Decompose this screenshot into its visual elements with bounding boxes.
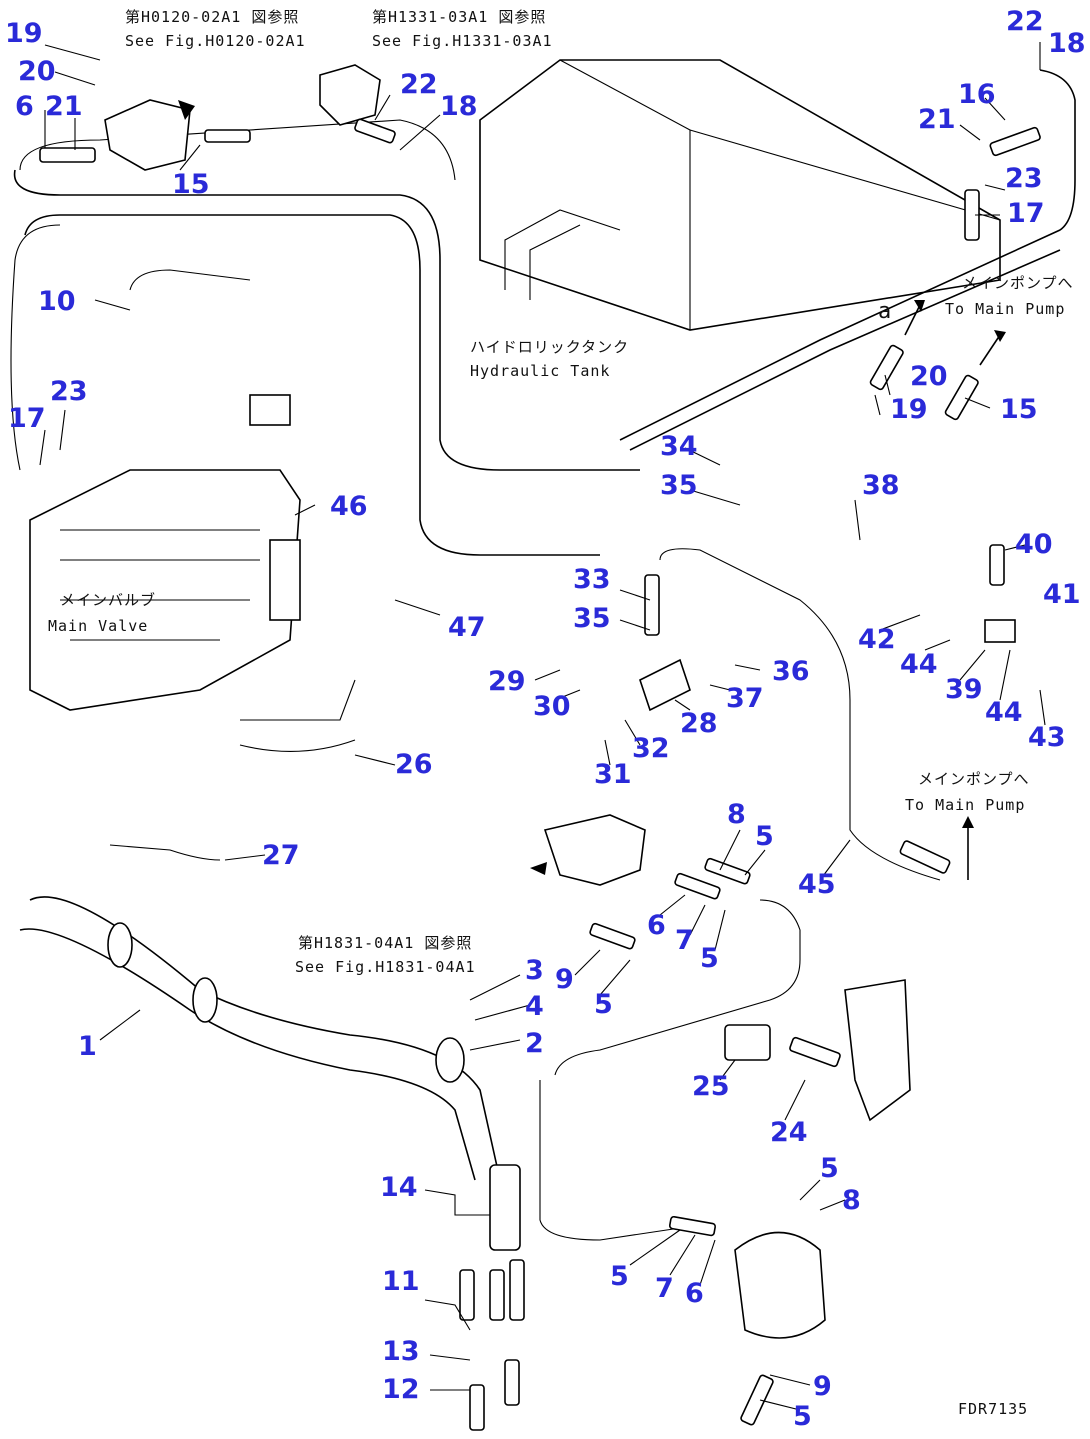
suction-pipe — [19, 896, 521, 1251]
callout: 31 — [594, 759, 632, 790]
pump1-label-jp: メインポンプへ — [962, 274, 1074, 292]
main-valve-label-en: Main Valve — [48, 617, 148, 635]
callout: 20 — [910, 361, 948, 392]
callout: 6 — [647, 910, 666, 941]
callout: 18 — [1048, 28, 1086, 59]
callout: 32 — [632, 733, 670, 764]
callout: 14 — [380, 1172, 418, 1203]
pump2-label-jp: メインポンプへ — [918, 770, 1030, 788]
callout: 35 — [660, 470, 698, 501]
callout: 33 — [573, 564, 611, 595]
callout: 44 — [900, 649, 938, 680]
callout: 5 — [820, 1153, 839, 1184]
main-valve — [29, 394, 301, 711]
ref-tank-en: See Fig.H1331-03A1 — [372, 32, 553, 50]
ref-valve-en: See Fig.H0120-02A1 — [125, 32, 306, 50]
callout: 43 — [1028, 722, 1066, 753]
ref-ppc-jp: 第H1831-04A1 図参照 — [298, 934, 472, 952]
callout: 37 — [726, 683, 764, 714]
callout: 6 — [15, 91, 34, 122]
ref-tank-jp: 第H1331-03A1 図参照 — [372, 8, 546, 26]
callout: 8 — [727, 799, 746, 830]
callout: 18 — [440, 91, 478, 122]
manifold-block — [639, 544, 1016, 874]
callout: 9 — [813, 1371, 832, 1402]
callout: 4 — [525, 991, 544, 1022]
tank-label-en: Hydraulic Tank — [470, 362, 610, 380]
callout: 38 — [862, 470, 900, 501]
hydraulic-tank — [479, 59, 1001, 331]
callout: 30 — [533, 691, 571, 722]
callout: 41 — [1043, 579, 1081, 610]
callout: 21 — [918, 104, 956, 135]
callout: 28 — [680, 708, 718, 739]
callout: 17 — [1007, 198, 1045, 229]
callout: 34 — [660, 431, 698, 462]
callout: 9 — [555, 964, 574, 995]
notes: 第H0120-02A1 図参照 See Fig.H0120-02A1 第H133… — [48, 8, 1074, 1418]
callout: 44 — [985, 697, 1023, 728]
callout: 24 — [770, 1117, 808, 1148]
callout: 39 — [945, 674, 983, 705]
ref-valve-jp: 第H0120-02A1 図参照 — [125, 8, 299, 26]
callout: 2 — [525, 1028, 544, 1059]
callout: 20 — [18, 56, 56, 87]
callout: 8 — [842, 1185, 861, 1216]
callout-numbers: 19 20 6 21 15 22 18 22 18 16 21 23 17 10… — [5, 6, 1086, 1432]
callout: 23 — [50, 376, 88, 407]
callout: 36 — [772, 656, 810, 687]
pump2-label-en: To Main Pump — [905, 796, 1025, 814]
callout: 6 — [685, 1278, 704, 1309]
ref-ppc-en: See Fig.H1831-04A1 — [295, 958, 476, 976]
callout: 3 — [525, 955, 544, 986]
callout: 19 — [890, 394, 928, 425]
callout: 22 — [400, 69, 438, 100]
callout: 26 — [395, 749, 433, 780]
callout: 35 — [573, 603, 611, 634]
callout: 29 — [488, 666, 526, 697]
callout: 47 — [448, 612, 486, 643]
callout: 22 — [1006, 6, 1044, 37]
callout: 23 — [1005, 163, 1043, 194]
callout: 5 — [793, 1401, 812, 1432]
callout: 19 — [5, 18, 43, 49]
callout: 21 — [45, 91, 83, 122]
callout: 42 — [858, 624, 896, 655]
callout: 7 — [655, 1273, 674, 1304]
ppc-valve — [543, 814, 911, 1339]
hose-lines — [10, 69, 1076, 1241]
callout: 25 — [692, 1071, 730, 1102]
callout: 7 — [675, 925, 694, 956]
callout: 40 — [1015, 529, 1053, 560]
flow-arrows — [178, 100, 1006, 880]
callout: 16 — [958, 79, 996, 110]
callout: 46 — [330, 491, 368, 522]
pump1-label-en: To Main Pump — [945, 300, 1065, 318]
callout: 17 — [8, 403, 46, 434]
callout: 13 — [382, 1336, 420, 1367]
leader-lines — [39, 42, 1046, 1411]
callout: 10 — [38, 286, 76, 317]
callout: 5 — [594, 989, 613, 1020]
main-valve-label-jp: メインバルブ — [60, 591, 156, 609]
callout: 15 — [1000, 394, 1038, 425]
upper-valves — [39, 64, 1041, 421]
callout: 5 — [755, 821, 774, 852]
callout: 11 — [382, 1266, 420, 1297]
figure-code: FDR7135 — [958, 1400, 1028, 1418]
callout: 12 — [382, 1374, 420, 1405]
callout: 1 — [78, 1031, 97, 1062]
callout: 45 — [798, 869, 836, 900]
callout: 5 — [610, 1261, 629, 1292]
lower-fittings — [459, 857, 774, 1431]
callout: 27 — [262, 840, 300, 871]
callout: 5 — [700, 943, 719, 974]
mark-a: a — [878, 299, 892, 324]
callout: 15 — [172, 169, 210, 200]
tank-label-jp: ハイドロリックタンク — [470, 338, 629, 356]
